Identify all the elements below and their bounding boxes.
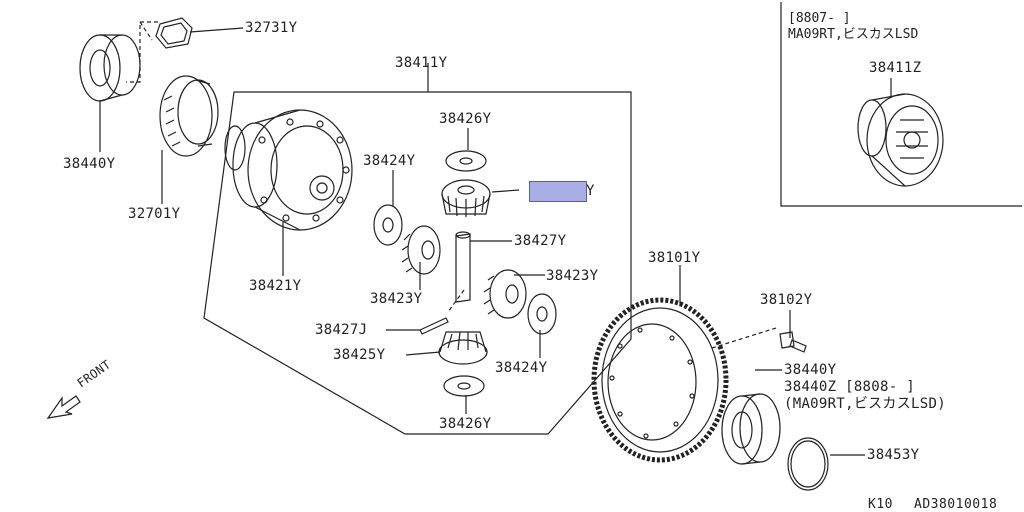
footer-page: K10 [868,497,893,512]
label-38102y[interactable]: 38102Y [760,292,813,308]
label-38411y[interactable]: 38411Y [395,55,448,71]
label-32701y[interactable]: 32701Y [128,206,181,222]
shim-part [155,17,193,49]
right-pinion-shape [483,269,527,319]
left-bearing-shape [79,34,141,102]
left-pinion-shape [401,225,441,275]
label-38424y-left[interactable]: 38424Y [363,153,416,169]
bottom-washer-shape [443,375,485,397]
label-38426y-top[interactable]: 38426Y [439,111,492,127]
inset-frame [780,2,1022,207]
label-38427j[interactable]: 38427J [315,322,368,338]
label-32731y[interactable]: 32731Y [245,20,298,36]
upper-side-gear-shape [441,179,491,217]
label-38101y[interactable]: 38101Y [648,250,701,266]
right-bearing-shape [721,393,781,465]
label-38427y[interactable]: 38427Y [514,233,567,249]
label-38440z[interactable]: 38440Z [8808- ] [784,379,915,395]
inset-viscous-diff-shape [857,93,944,187]
front-arrow-icon [46,395,81,419]
kit-outline [203,91,632,435]
dashed-bracket [126,21,158,83]
inset-model-note: MA09RT,ビスカスLSD [788,27,919,42]
label-38453y[interactable]: 38453Y [867,447,920,463]
footer-code: AD38010018 [914,497,998,512]
label-38426y-bottom[interactable]: 38426Y [439,416,492,432]
lock-pin-shape [419,317,449,335]
inset-date-range: [8807- ] [788,11,851,26]
label-38425y[interactable]: 38425Y [333,347,386,363]
left-thrust-washer-shape [373,204,403,246]
oring-shape [787,437,829,491]
label-38421y[interactable]: 38421Y [249,278,302,294]
label-38440y-right[interactable]: 38440Y [784,362,837,378]
right-thrust-washer-shape [527,293,557,335]
ring-gear-bolt-shape [779,331,807,353]
crown-ring-shape [159,75,219,157]
label-38411z[interactable]: 38411Z [869,60,922,76]
label-38423y-right[interactable]: 38423Y [546,268,599,284]
label-38424y-right[interactable]: 38424Y [495,360,548,376]
highlighted-part-label[interactable] [529,181,587,202]
ring-gear-shape [591,297,729,463]
diff-case-shape [224,109,353,231]
lower-side-gear-shape [438,331,488,365]
label-38423y-left[interactable]: 38423Y [370,291,423,307]
label-highlight-suffix: Y [586,183,595,199]
top-washer-shape [445,150,487,172]
label-38440y-left[interactable]: 38440Y [63,156,116,172]
pinion-shaft-shape [455,231,471,303]
label-38440z-note: (MA09RT,ビスカスLSD) [784,396,946,412]
